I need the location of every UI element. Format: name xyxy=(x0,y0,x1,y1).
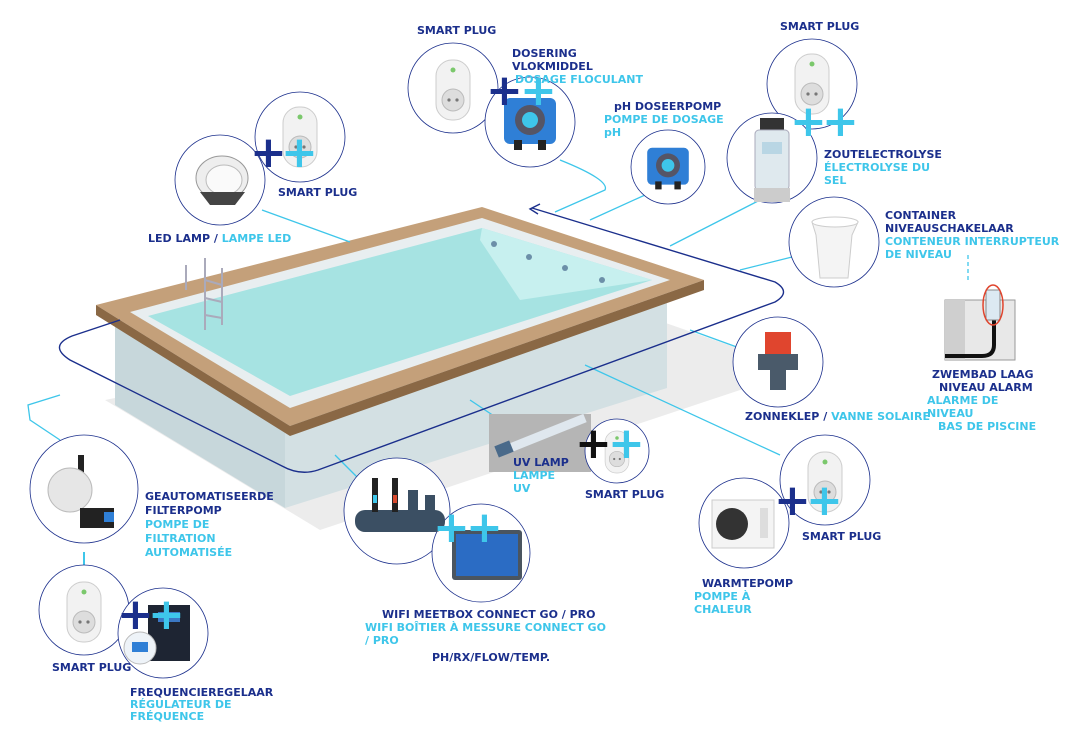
plus-icon: + xyxy=(822,96,859,147)
solar-valve-label: ZONNEKLEP / VANNE SOLAIRE xyxy=(745,410,930,423)
smart-plug-label: SMART PLUG xyxy=(802,530,882,543)
smart-plug-icon xyxy=(66,581,102,643)
circulation-loop xyxy=(58,207,785,473)
plus-icon: + xyxy=(433,502,470,553)
solar-valve-icon xyxy=(758,332,798,390)
plus-icon: + xyxy=(486,65,523,116)
plus-icon: + xyxy=(117,589,154,640)
manifold-icon xyxy=(355,478,445,532)
smart-plug-label: SMART PLUG xyxy=(52,661,132,674)
loop-arrow-icon xyxy=(528,203,541,215)
plus-icon: + xyxy=(774,475,811,526)
plus-icon: + xyxy=(806,475,843,526)
uv-lamp-icon xyxy=(494,413,587,458)
plus-icon: + xyxy=(575,418,612,469)
level-alarm-icon xyxy=(944,284,1016,361)
pool-wall-left xyxy=(115,325,285,508)
plus-icon: + xyxy=(281,127,318,178)
ph-pump-icon xyxy=(647,147,689,190)
meetbox-icon xyxy=(452,530,522,580)
smart-plug-label: SMART PLUG xyxy=(585,488,665,501)
smart-plug-icon xyxy=(435,59,471,121)
container-icon xyxy=(811,216,859,279)
plus-icon: + xyxy=(466,502,503,553)
smart-plug-label: SMART PLUG xyxy=(278,186,358,199)
plus-icon: + xyxy=(148,589,185,640)
pool-ladder xyxy=(185,258,223,330)
plus-icon: + xyxy=(790,96,827,147)
frequency-regulator-icon xyxy=(123,605,190,665)
pool-lights xyxy=(491,241,605,283)
pool-wall-right xyxy=(285,298,667,508)
smart-plug-label: SMART PLUG xyxy=(417,24,497,37)
plus-icon: + xyxy=(520,65,557,116)
led-lamp-label: LED LAMP / LAMPE LED xyxy=(148,232,292,245)
plus-icon: + xyxy=(250,127,287,178)
filter-pump-icon xyxy=(47,455,114,528)
plus-icon: + xyxy=(608,418,645,469)
salt-electrolysis-icon xyxy=(754,118,790,202)
led-lamp-icon xyxy=(195,155,249,205)
pool-water-far xyxy=(480,228,652,300)
smart-plug-label: SMART PLUG xyxy=(780,20,860,33)
heat-pump-icon xyxy=(711,499,775,549)
